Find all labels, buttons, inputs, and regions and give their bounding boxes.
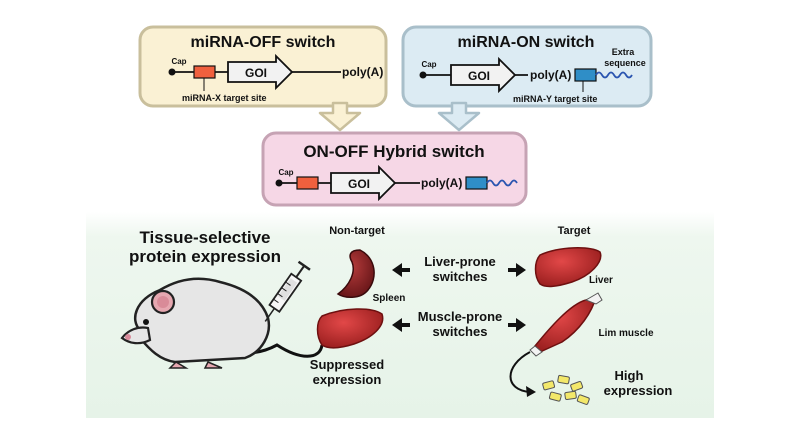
hybrid-cap-label: Cap xyxy=(278,168,293,177)
hybrid-mirna-y-target-site xyxy=(465,176,488,190)
suppressed-label-2: expression xyxy=(313,372,382,387)
liver-label: Liver xyxy=(589,275,613,286)
mirna-on-switch: miRNA-ON switch Cap GOI poly(A) Extra se… xyxy=(401,25,653,108)
panel-title-line1: Tissue-selective xyxy=(139,228,270,247)
off-goi-label: GOI xyxy=(245,66,267,80)
protein-cluster-icon xyxy=(542,374,590,405)
extra-sequence-wave-icon xyxy=(486,179,518,187)
mirna-x-target-site xyxy=(193,65,216,79)
liver-suppressed-icon xyxy=(316,308,384,349)
hybrid-mirna-x-target-site xyxy=(296,176,319,190)
on-goi-label: GOI xyxy=(468,69,490,83)
muscle-prone-label-2: switches xyxy=(433,324,488,339)
extra-label-1: Extra xyxy=(612,47,636,57)
off-polya-label: poly(A) xyxy=(342,65,383,79)
goi-arrow-icon xyxy=(330,164,397,202)
muscle-prone-arrows xyxy=(392,318,526,332)
extra-sequence-wave-icon xyxy=(595,71,633,79)
suppressed-label-1: Suppressed xyxy=(310,357,384,372)
hybrid-switch: ON-OFF Hybrid switch Cap GOI poly(A) xyxy=(261,131,528,207)
panel-title-line2: protein expression xyxy=(129,247,281,266)
lim-muscle-label: Lim muscle xyxy=(598,328,653,339)
mirna-y-target-site xyxy=(574,68,597,82)
on-target-site-label: miRNA-Y target site xyxy=(513,94,597,104)
curved-arrow-icon xyxy=(509,351,531,393)
off-to-hybrid-arrow xyxy=(318,101,362,132)
on-polya-label: poly(A) xyxy=(530,68,571,82)
spleen-icon xyxy=(336,249,375,298)
hybrid-switch-title: ON-OFF Hybrid switch xyxy=(303,142,484,161)
spleen-label: Spleen xyxy=(373,293,406,304)
liver-prone-arrows xyxy=(392,263,526,277)
target-label: Target xyxy=(558,225,591,237)
goi-arrow-icon xyxy=(227,53,294,91)
syringe-icon xyxy=(264,260,311,322)
liver-icon xyxy=(534,247,602,288)
liver-prone-label-1: Liver-prone xyxy=(424,254,496,269)
off-switch-title: miRNA-OFF switch xyxy=(191,34,336,51)
hybrid-goi-label: GOI xyxy=(348,177,370,191)
extra-label-2: sequence xyxy=(604,58,646,68)
off-target-site-label: miRNA-X target site xyxy=(182,93,267,103)
goi-arrow-icon xyxy=(450,56,517,94)
high-label-2: expression xyxy=(604,383,673,398)
on-switch-title: miRNA-ON switch xyxy=(458,34,595,51)
muscle-icon xyxy=(529,292,603,357)
off-cap-label: Cap xyxy=(171,57,186,66)
liver-prone-label-2: switches xyxy=(433,269,488,284)
muscle-prone-label-1: Muscle-prone xyxy=(418,309,503,324)
hybrid-polya-label: poly(A) xyxy=(421,176,462,190)
on-cap-label: Cap xyxy=(421,60,436,69)
mouse-icon xyxy=(120,277,324,369)
high-label-1: High xyxy=(615,368,644,383)
on-to-hybrid-arrow xyxy=(437,101,481,132)
non-target-label: Non-target xyxy=(329,225,385,237)
mirna-off-switch: miRNA-OFF switch Cap GOI poly(A) miRNA-X… xyxy=(138,25,388,108)
